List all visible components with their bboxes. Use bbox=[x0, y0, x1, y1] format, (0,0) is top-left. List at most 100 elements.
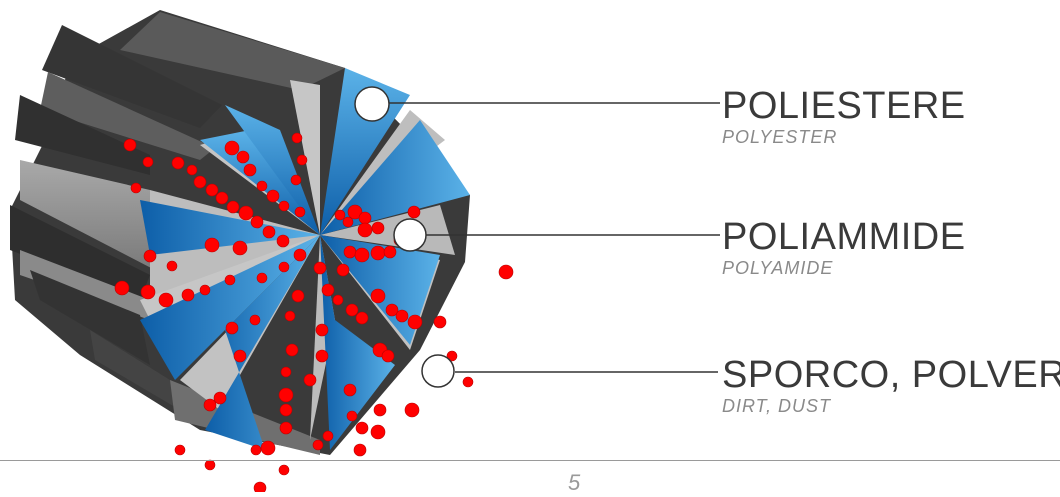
dirt-particle bbox=[382, 350, 394, 362]
dirt-particle bbox=[200, 285, 210, 295]
dirt-particle bbox=[144, 250, 156, 262]
dirt-particle bbox=[408, 315, 422, 329]
dirt-particle bbox=[226, 322, 238, 334]
dirt-particle bbox=[346, 304, 358, 316]
dirt-particle bbox=[356, 312, 368, 324]
dirt-particle bbox=[286, 344, 298, 356]
dirt-particle bbox=[279, 465, 289, 475]
dirt-particle bbox=[295, 207, 305, 217]
dirt-particle bbox=[434, 316, 446, 328]
dirt-particle bbox=[279, 262, 289, 272]
dirt-particle bbox=[244, 164, 256, 176]
polyester-marker bbox=[355, 87, 389, 121]
dirt-particle bbox=[257, 273, 267, 283]
dirt-particle bbox=[354, 444, 366, 456]
dirt-particle bbox=[292, 133, 302, 143]
dirt-particle bbox=[216, 192, 228, 204]
dirt-particle bbox=[343, 217, 353, 227]
label-dirt-sub: DIRT, DUST bbox=[722, 395, 1060, 417]
footer-rule bbox=[0, 460, 1060, 461]
dirt-particle bbox=[359, 212, 371, 224]
dirt-particle bbox=[172, 157, 184, 169]
dirt-particle bbox=[344, 246, 356, 258]
dirt-particle bbox=[205, 460, 215, 470]
dirt-particle bbox=[313, 440, 323, 450]
page-number: 5 bbox=[568, 470, 580, 496]
label-polyester-sub: POLYESTER bbox=[722, 126, 966, 148]
dirt-particle bbox=[214, 392, 226, 404]
dirt-particle bbox=[280, 404, 292, 416]
dirt-particle bbox=[316, 324, 328, 336]
label-polyamide: POLIAMMIDE POLYAMIDE bbox=[722, 217, 966, 279]
dirt-particle bbox=[206, 184, 218, 196]
dirt-particle bbox=[194, 176, 206, 188]
dirt-particle bbox=[297, 155, 307, 165]
dirt-particle bbox=[335, 210, 345, 220]
dirt-particle bbox=[261, 441, 275, 455]
dirt-particle bbox=[323, 431, 333, 441]
dirt-particle bbox=[141, 285, 155, 299]
dirt-particle bbox=[499, 265, 513, 279]
dirt-particle bbox=[322, 284, 334, 296]
label-polyester: POLIESTERE POLYESTER bbox=[722, 86, 966, 148]
dirt-particle bbox=[205, 238, 219, 252]
dirt-particle bbox=[124, 139, 136, 151]
dirt-particle bbox=[115, 281, 129, 295]
dirt-particle bbox=[371, 289, 385, 303]
dirt-particle bbox=[175, 445, 185, 455]
dirt-particle bbox=[371, 246, 385, 260]
dirt-particle bbox=[143, 157, 153, 167]
dirt-particle bbox=[280, 422, 292, 434]
dirt-particle bbox=[267, 190, 279, 202]
dirt-particle bbox=[234, 350, 246, 362]
dirt-marker bbox=[422, 355, 454, 387]
dirt-particle bbox=[372, 222, 384, 234]
dirt-particle bbox=[314, 262, 326, 274]
dirt-particle bbox=[281, 367, 291, 377]
dirt-particle bbox=[159, 293, 173, 307]
dirt-particle bbox=[250, 315, 260, 325]
dirt-particle bbox=[333, 295, 343, 305]
dirt-particle bbox=[405, 403, 419, 417]
dirt-particle bbox=[347, 411, 357, 421]
dirt-particle bbox=[239, 206, 253, 220]
label-dirt: SPORCO, POLVERE DIRT, DUST bbox=[722, 355, 1060, 417]
dirt-particle bbox=[225, 275, 235, 285]
dirt-particle bbox=[263, 226, 275, 238]
dirt-particle bbox=[355, 248, 369, 262]
dirt-particle bbox=[344, 384, 356, 396]
dirt-particle bbox=[187, 165, 197, 175]
dirt-particle bbox=[316, 350, 328, 362]
dirt-particle bbox=[233, 241, 247, 255]
label-dirt-main: SPORCO, POLVERE bbox=[722, 355, 1060, 395]
dirt-particle bbox=[384, 246, 396, 258]
dirt-particle bbox=[463, 377, 473, 387]
dirt-particle bbox=[356, 422, 368, 434]
label-polyester-main: POLIESTERE bbox=[722, 86, 966, 126]
dirt-particle bbox=[292, 290, 304, 302]
dirt-particle bbox=[408, 206, 420, 218]
dirt-particle bbox=[374, 404, 386, 416]
dirt-particle bbox=[225, 141, 239, 155]
dirt-particle bbox=[251, 445, 261, 455]
dirt-particle bbox=[396, 310, 408, 322]
dirt-particle bbox=[167, 261, 177, 271]
dirt-particle bbox=[182, 289, 194, 301]
dirt-particle bbox=[254, 482, 266, 492]
dirt-particle bbox=[279, 201, 289, 211]
dirt-particle bbox=[304, 374, 316, 386]
label-polyamide-sub: POLYAMIDE bbox=[722, 257, 966, 279]
dirt-particle bbox=[285, 311, 295, 321]
dirt-particle bbox=[337, 264, 349, 276]
dirt-particle bbox=[237, 151, 249, 163]
label-polyamide-main: POLIAMMIDE bbox=[722, 217, 966, 257]
dirt-particle bbox=[358, 223, 372, 237]
dirt-particle bbox=[204, 399, 216, 411]
dirt-particle bbox=[257, 181, 267, 191]
polyamide-marker bbox=[394, 219, 426, 251]
dirt-particle bbox=[227, 201, 239, 213]
dirt-particle bbox=[371, 425, 385, 439]
dirt-particle bbox=[291, 175, 301, 185]
dirt-particle bbox=[279, 388, 293, 402]
